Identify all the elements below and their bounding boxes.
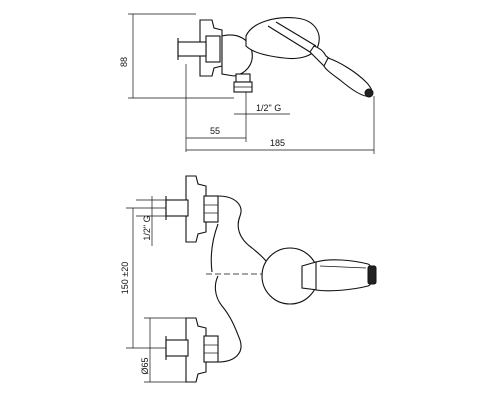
front-body (214, 195, 273, 363)
front-view: 1/2" G 150 ±20 Ø65 (120, 175, 377, 383)
side-head (245, 17, 320, 60)
label-top-height: 88 (119, 57, 129, 67)
side-lever-handle (323, 57, 373, 97)
label-thread-side: 1/2" G (142, 215, 152, 240)
front-lever-handle (315, 259, 374, 292)
dim-overall-length: 185 (186, 96, 375, 154)
side-bottom-outlet (235, 73, 251, 83)
label-center-distance: 150 ±20 (120, 262, 130, 294)
dim-inlet-offset: 55 (185, 64, 247, 152)
label-flange-diameter: Ø65 (140, 357, 150, 374)
label-inlet-offset: 55 (210, 126, 220, 136)
front-lever-tip (367, 265, 377, 285)
side-flange-nut (205, 35, 221, 63)
front-upper-flange (185, 175, 207, 243)
front-lower-flange (185, 317, 207, 383)
side-lever-tip (364, 88, 374, 98)
side-view: 88 1/2" G 55 185 (119, 13, 375, 154)
side-wall-pipe (177, 41, 207, 57)
dim-flange-diameter: Ø65 (140, 317, 186, 383)
dim-thread-top: 1/2" G (234, 92, 290, 118)
dim-thread-side: 1/2" G (136, 196, 170, 246)
label-thread-top: 1/2" G (256, 103, 281, 113)
dim-top-height: 88 (119, 13, 234, 99)
front-lower-pipe (165, 339, 189, 357)
label-overall-length: 185 (270, 138, 285, 148)
front-upper-pipe (165, 199, 189, 217)
dim-center-distance: 150 ±20 (120, 207, 166, 349)
